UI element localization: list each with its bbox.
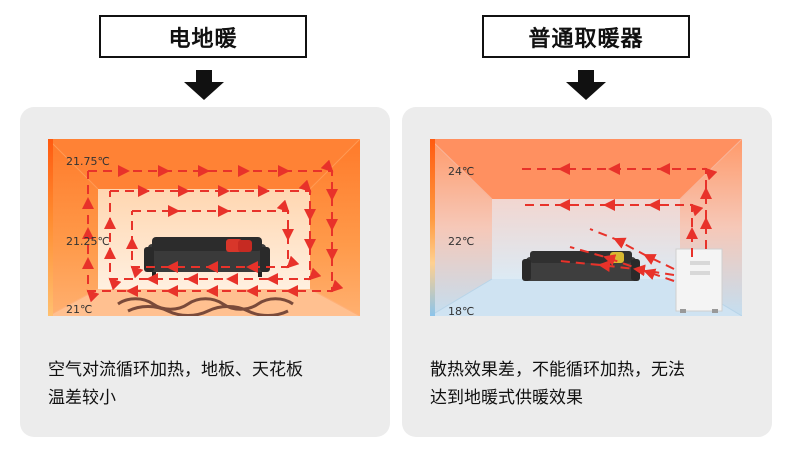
circulation-arrow <box>82 159 344 303</box>
temp-label-top: 21.75℃ <box>66 155 110 168</box>
down-arrow-icon <box>566 70 606 100</box>
floor-heating-caption: 空气对流循环加热，地板、天花板 温差较小 <box>48 356 378 412</box>
down-arrow-icon <box>184 70 224 100</box>
sofa-icon <box>522 251 640 281</box>
temp-label-top: 24℃ <box>448 165 474 178</box>
heater-caption: 散热效果差，不能循环加热，无法 达到地暖式供暖效果 <box>430 356 760 412</box>
heater-room-diagram: 24℃ 22℃ 18℃ <box>430 139 742 316</box>
heater-title: 普通取暖器 <box>482 15 690 58</box>
heat-arrow <box>522 199 704 257</box>
temp-label-bottom: 21℃ <box>66 303 92 316</box>
floor-heating-room-diagram: 21.75℃ 21.25℃ 21℃ <box>48 139 360 316</box>
floor-heating-title: 电地暖 <box>99 15 307 58</box>
circulation-arrow <box>104 179 322 291</box>
caption-line: 达到地暖式供暖效果 <box>430 388 583 408</box>
sofa-icon <box>144 237 270 277</box>
caption-line: 散热效果差，不能循环加热，无法 <box>430 360 685 380</box>
floor-heating-panel: 21.75℃ 21.25℃ 21℃ 空气对流循环加热，地板、天花板 温差较小 <box>20 107 390 437</box>
temp-label-bottom: 18℃ <box>448 305 474 316</box>
heat-arrow <box>520 163 718 249</box>
temp-label-middle: 21.25℃ <box>66 235 110 248</box>
heater-icon <box>675 248 723 313</box>
caption-line: 空气对流循环加热，地板、天花板 <box>48 360 303 380</box>
caption-line: 温差较小 <box>48 388 116 408</box>
circulation-arrow <box>126 199 300 279</box>
heat-arrow <box>569 246 675 282</box>
heat-arrow <box>589 228 675 270</box>
temp-label-middle: 22℃ <box>448 235 474 248</box>
heater-panel: 24℃ 22℃ 18℃ 散热效果差，不能循环加热，无法 达到地暖式供暖效果 <box>402 107 772 437</box>
